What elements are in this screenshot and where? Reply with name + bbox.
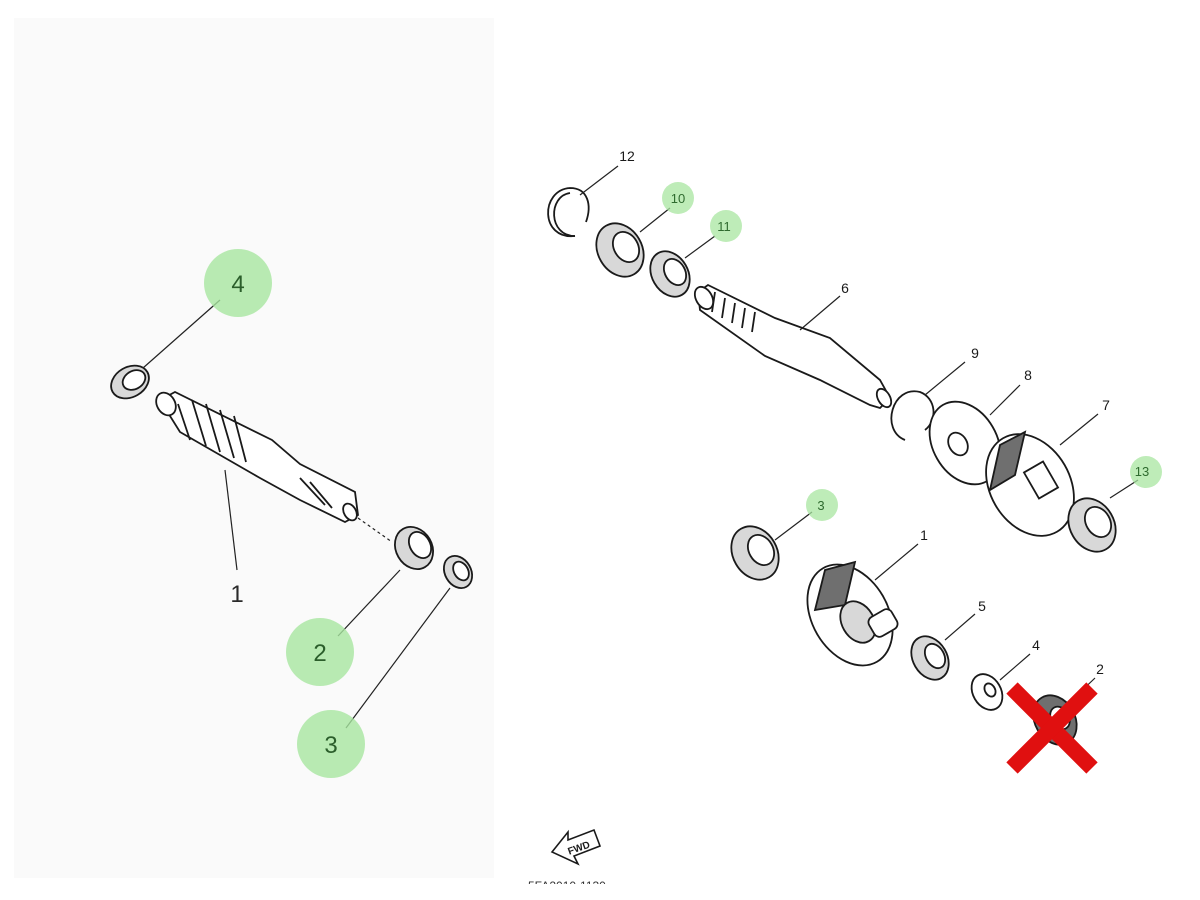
callout-2-right: 2	[1096, 661, 1104, 677]
callout-10: 10	[671, 191, 685, 206]
bearing-part-3-right	[730, 525, 780, 581]
red-cross-mark	[1006, 682, 1098, 774]
callout-6: 6	[841, 280, 849, 296]
callout-1-right: 1	[920, 527, 928, 543]
callout-4-left: 4	[231, 271, 244, 298]
bearing-part-2-left	[357, 517, 434, 570]
drive-axle-part-6	[693, 283, 893, 410]
oil-seal-part-11	[649, 250, 691, 298]
callout-5-right: 5	[978, 598, 986, 614]
highlight-circle-3-left	[297, 710, 365, 778]
highlight-circle-2-left	[286, 618, 354, 686]
callout-3-right: 3	[817, 498, 824, 513]
callout-8: 8	[1024, 367, 1032, 383]
highlight-circle-13	[1130, 456, 1162, 488]
bearing-part-4-left	[110, 364, 150, 400]
washer-part-4-right	[970, 673, 1004, 711]
bearing-part-10	[595, 222, 645, 278]
callout-4-right: 4	[1032, 637, 1040, 653]
gear-part-7	[985, 430, 1075, 537]
right-assembly: 12 10 11 6 9 8 7 13 3 1 5 4 2	[547, 148, 1162, 774]
gear-part-1-right	[806, 560, 899, 667]
circlip-part-12	[547, 187, 590, 237]
oil-seal-part-5-right	[910, 635, 950, 681]
callout-3-left: 3	[324, 732, 337, 759]
oil-seal-part-3-left	[442, 555, 474, 589]
callout-11: 11	[717, 219, 731, 234]
bearing-part-13	[1067, 497, 1117, 553]
highlight-circle-11	[710, 210, 742, 242]
callout-12: 12	[619, 148, 635, 164]
callout-1-left: 1	[230, 581, 243, 608]
highlight-circle-4-left	[204, 249, 272, 317]
callout-13: 13	[1135, 464, 1149, 479]
washer-part-8	[928, 400, 1002, 486]
highlight-circle-10	[662, 182, 694, 214]
callout-2-left: 2	[313, 640, 326, 667]
callout-7: 7	[1102, 397, 1110, 413]
highlight-circle-3-right	[806, 489, 838, 521]
primary-shaft-part-1-left	[155, 390, 359, 524]
left-assembly: 4 1 2 3	[110, 249, 474, 778]
callout-9: 9	[971, 345, 979, 361]
